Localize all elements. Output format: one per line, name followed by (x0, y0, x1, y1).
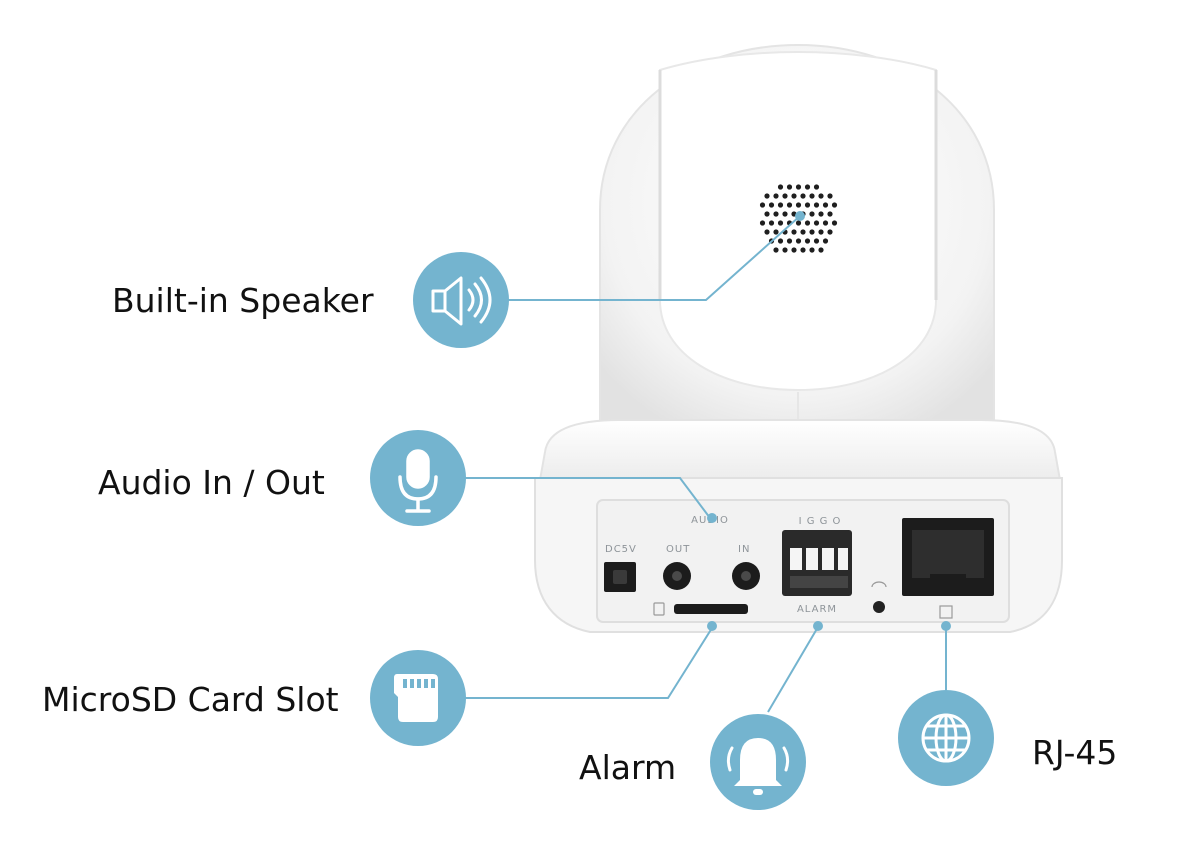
label-rj-45: RJ-45 (1032, 733, 1118, 772)
audio-in-jack (732, 562, 760, 590)
grille-hole (800, 193, 806, 199)
label-alarm: Alarm (579, 748, 677, 787)
alarm-bell-icon (710, 714, 806, 810)
grille-hole (764, 193, 770, 199)
grille-hole (813, 202, 820, 208)
grille-hole (764, 211, 770, 217)
grille-hole (777, 202, 784, 208)
reset-button (871, 581, 887, 613)
port-label-dc: DC5V (605, 544, 637, 555)
leader-line-microsd (465, 627, 713, 699)
grille-hole (782, 193, 788, 199)
grille-hole (773, 247, 779, 253)
grille-hole (791, 193, 797, 199)
grille-hole (768, 220, 775, 226)
grille-hole (827, 211, 833, 217)
grille-hole (822, 220, 829, 226)
grille-hole (791, 229, 797, 235)
grille-hole (804, 220, 811, 226)
grille-hole (813, 238, 820, 244)
grille-hole (759, 202, 766, 208)
grille-hole (804, 238, 811, 244)
microsd-slot (653, 602, 748, 616)
grille-hole (800, 229, 806, 235)
grille-hole (795, 184, 802, 190)
grille-hole (827, 229, 833, 235)
rj45-port (902, 518, 994, 619)
grille-hole (795, 202, 802, 208)
grille-hole (786, 238, 793, 244)
audio-out-jack (663, 562, 691, 590)
grille-hole (786, 202, 793, 208)
speaker-icon (413, 252, 509, 348)
grille-hole (822, 238, 829, 244)
speaker-grille (759, 184, 838, 253)
microsd-card-icon (370, 650, 466, 746)
grille-hole (791, 247, 797, 253)
grille-hole (777, 238, 784, 244)
grille-hole (777, 220, 784, 226)
grille-hole (813, 220, 820, 226)
port-label-terminals: I G G O (799, 516, 842, 527)
grille-hole (813, 184, 820, 190)
grille-hole (804, 184, 811, 190)
alarm-terminal-block (782, 530, 852, 596)
grille-hole (777, 184, 784, 190)
leader-dots (707, 211, 951, 631)
grille-hole (782, 211, 788, 217)
grille-hole (764, 229, 770, 235)
port-label-in: IN (738, 544, 750, 555)
grille-hole (809, 247, 815, 253)
grille-hole (773, 193, 779, 199)
label-audio-in-out: Audio In / Out (98, 463, 325, 502)
grille-hole (809, 229, 815, 235)
grille-hole (809, 211, 815, 217)
label-microsd-card-slot: MicroSD Card Slot (42, 680, 339, 719)
leader-line-speaker (508, 215, 801, 301)
grille-hole (831, 202, 838, 208)
microphone-icon (370, 430, 466, 526)
grille-hole (818, 229, 824, 235)
leader-line-alarm (767, 626, 819, 713)
grille-hole (795, 220, 802, 226)
port-label-alarm: ALARM (797, 604, 837, 615)
grille-hole (786, 184, 793, 190)
grille-hole (809, 193, 815, 199)
dc-power-port (604, 562, 636, 592)
grille-hole (804, 202, 811, 208)
grille-hole (773, 211, 779, 217)
grille-hole (818, 211, 824, 217)
grille-hole (759, 220, 766, 226)
grille-hole (795, 238, 802, 244)
label-built-in-speaker: Built-in Speaker (112, 281, 374, 320)
grille-hole (827, 193, 833, 199)
grille-hole (773, 229, 779, 235)
grille-hole (768, 202, 775, 208)
grille-hole (800, 247, 806, 253)
grille-hole (818, 247, 824, 253)
leader-lines (465, 215, 947, 713)
leader-line-audio (465, 477, 711, 519)
grille-hole (782, 247, 788, 253)
grille-hole (822, 202, 829, 208)
globe-icon (898, 690, 994, 786)
grille-hole (831, 220, 838, 226)
grille-hole (818, 193, 824, 199)
port-label-out: OUT (666, 544, 690, 555)
